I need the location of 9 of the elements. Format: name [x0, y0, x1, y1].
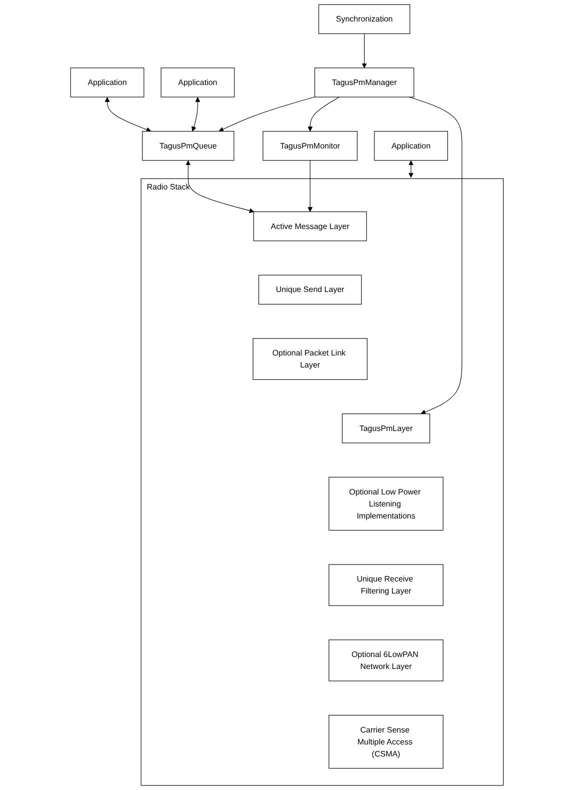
- arrow: [408, 160, 414, 178]
- arrow: [192, 97, 200, 132]
- arrow: [104, 97, 152, 132]
- arrow: [362, 33, 367, 68]
- arrow: [308, 160, 313, 212]
- arrow: [186, 160, 254, 214]
- arrow: [308, 96, 340, 132]
- arrow: [218, 96, 316, 132]
- arrow: [408, 96, 462, 414]
